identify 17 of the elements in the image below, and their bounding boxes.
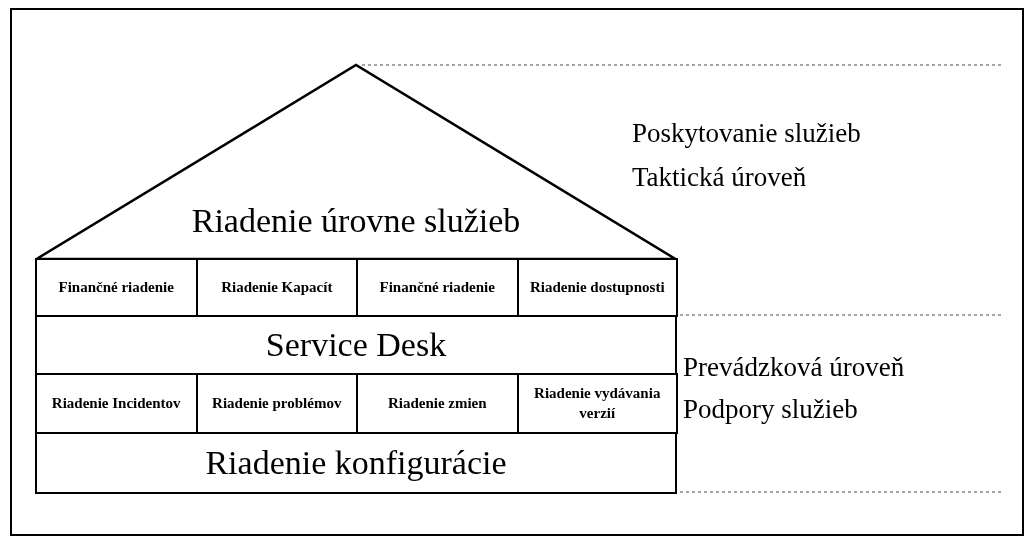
box-label: Riadenie Incidentov	[51, 393, 181, 413]
box-label: Riadenie konfigurácie	[205, 444, 507, 482]
level-label: Poskytovanie služieb	[632, 118, 861, 149]
box-label: Riadenie zmien	[387, 393, 487, 413]
roof-title: Riadenie úrovne služieb	[190, 202, 522, 240]
box-label: Riadenie dostupnosti	[529, 277, 665, 297]
box-label: Riadenie Kapacít	[221, 277, 333, 297]
level-label: Podpory služieb	[683, 394, 858, 425]
process-box	[35, 432, 677, 494]
level-label: Prevádzková úroveň	[683, 352, 905, 383]
process-box	[35, 315, 677, 375]
box-label: Service Desk	[265, 326, 447, 364]
box-label: Riadenie problémov	[212, 393, 342, 413]
level-label: Taktická úroveň	[632, 162, 807, 193]
box-label: Finančné riadenie	[379, 277, 495, 297]
box-label: Finančné riadenie	[58, 277, 174, 297]
box-label: Riadenie vydávania verzií	[533, 384, 662, 423]
